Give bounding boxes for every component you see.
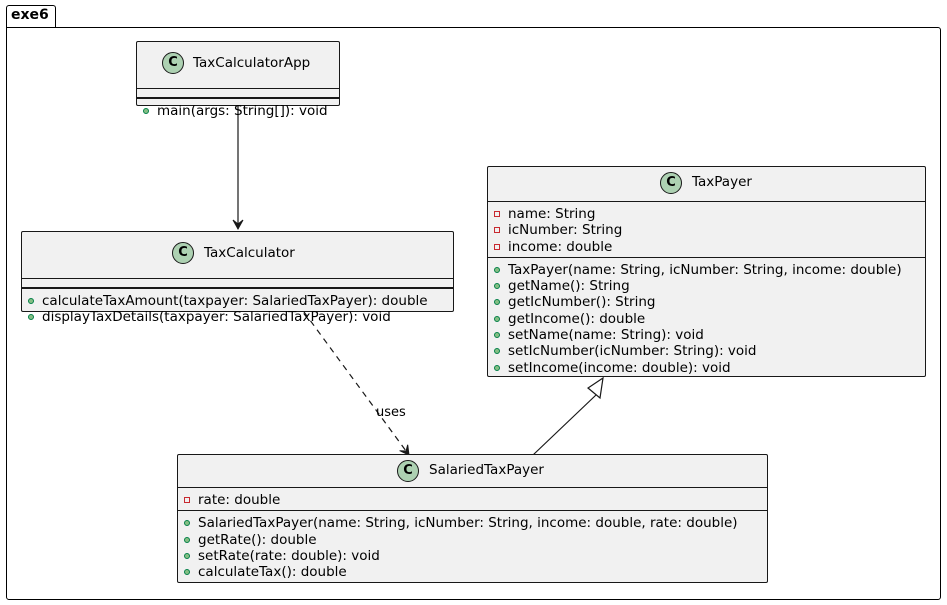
class-taxpayer[interactable]: C TaxPayer name: String icNumber: String… — [487, 166, 926, 377]
methods-section: calculateTaxAmount(taxpayer: SalariedTax… — [22, 288, 453, 328]
fields-section — [22, 279, 453, 288]
public-icon — [494, 348, 500, 355]
private-icon — [494, 243, 500, 250]
method-row: getIncome(): double — [488, 311, 925, 327]
class-taxcalculator[interactable]: C TaxCalculator calculateTaxAmount(taxpa… — [21, 231, 454, 325]
public-icon — [28, 314, 34, 321]
public-icon — [184, 569, 190, 576]
public-icon — [143, 108, 149, 114]
fields-section: name: String icNumber: String income: do… — [488, 202, 925, 258]
field-row: rate: double — [178, 492, 767, 508]
fields-section — [137, 89, 339, 98]
package-tab: exe6 — [6, 5, 56, 27]
method-row: setRate(rate: double): void — [178, 548, 767, 564]
methods-section: SalariedTaxPayer(name: String, icNumber:… — [178, 511, 767, 582]
class-icon: C — [397, 460, 419, 482]
method-row: getIcNumber(): String — [488, 294, 925, 310]
methods-section: TaxPayer(name: String, icNumber: String,… — [488, 258, 925, 378]
class-header: C TaxPayer — [488, 167, 925, 202]
private-icon — [494, 227, 500, 234]
package-name: exe6 — [11, 7, 49, 23]
public-icon — [494, 299, 500, 306]
class-name: SalariedTaxPayer — [429, 462, 544, 478]
private-icon — [184, 497, 190, 503]
class-icon: C — [660, 172, 682, 194]
method-row: calculateTax(): double — [178, 564, 767, 580]
method-row: setIncome(income: double): void — [488, 360, 925, 376]
class-header: C SalariedTaxPayer — [178, 455, 767, 488]
method-row: displayTaxDetails(taxpayer: SalariedTaxP… — [22, 309, 453, 325]
uses-label: uses — [376, 405, 406, 420]
field-row: income: double — [488, 239, 925, 255]
method-row: getName(): String — [488, 278, 925, 294]
class-salariedtaxpayer[interactable]: C SalariedTaxPayer rate: double Salaried… — [177, 454, 768, 583]
methods-section: main(args: String[]): void — [137, 98, 339, 121]
public-icon — [184, 520, 190, 527]
private-icon — [494, 211, 500, 217]
method-row: SalariedTaxPayer(name: String, icNumber:… — [178, 515, 767, 531]
class-name: TaxPayer — [692, 174, 752, 190]
method-row: main(args: String[]): void — [137, 103, 339, 119]
public-icon — [184, 536, 190, 543]
class-header: C TaxCalculatorApp — [137, 42, 339, 89]
field-row: icNumber: String — [488, 222, 925, 238]
method-row: setName(name: String): void — [488, 327, 925, 343]
dependency-uses — [303, 311, 410, 456]
public-icon — [494, 332, 500, 339]
inheritance-line — [532, 394, 597, 456]
public-icon — [494, 266, 500, 273]
class-name: TaxCalculatorApp — [193, 55, 311, 71]
method-row: setIcNumber(icNumber: String): void — [488, 343, 925, 359]
class-icon: C — [162, 52, 184, 74]
method-row: calculateTaxAmount(taxpayer: SalariedTax… — [22, 293, 453, 309]
field-row: name: String — [488, 206, 925, 222]
public-icon — [494, 283, 500, 290]
public-icon — [494, 364, 500, 371]
public-icon — [28, 298, 34, 304]
fields-section: rate: double — [178, 488, 767, 512]
method-row: getRate(): double — [178, 532, 767, 548]
class-taxcalculatorapp[interactable]: C TaxCalculatorApp main(args: String[]):… — [136, 41, 340, 119]
public-icon — [494, 315, 500, 322]
class-icon: C — [172, 242, 194, 264]
method-row: TaxPayer(name: String, icNumber: String,… — [488, 262, 925, 278]
public-icon — [184, 552, 190, 559]
inheritance-arrowhead — [586, 376, 604, 400]
class-header: C TaxCalculator — [22, 232, 453, 279]
class-name: TaxCalculator — [204, 245, 295, 261]
